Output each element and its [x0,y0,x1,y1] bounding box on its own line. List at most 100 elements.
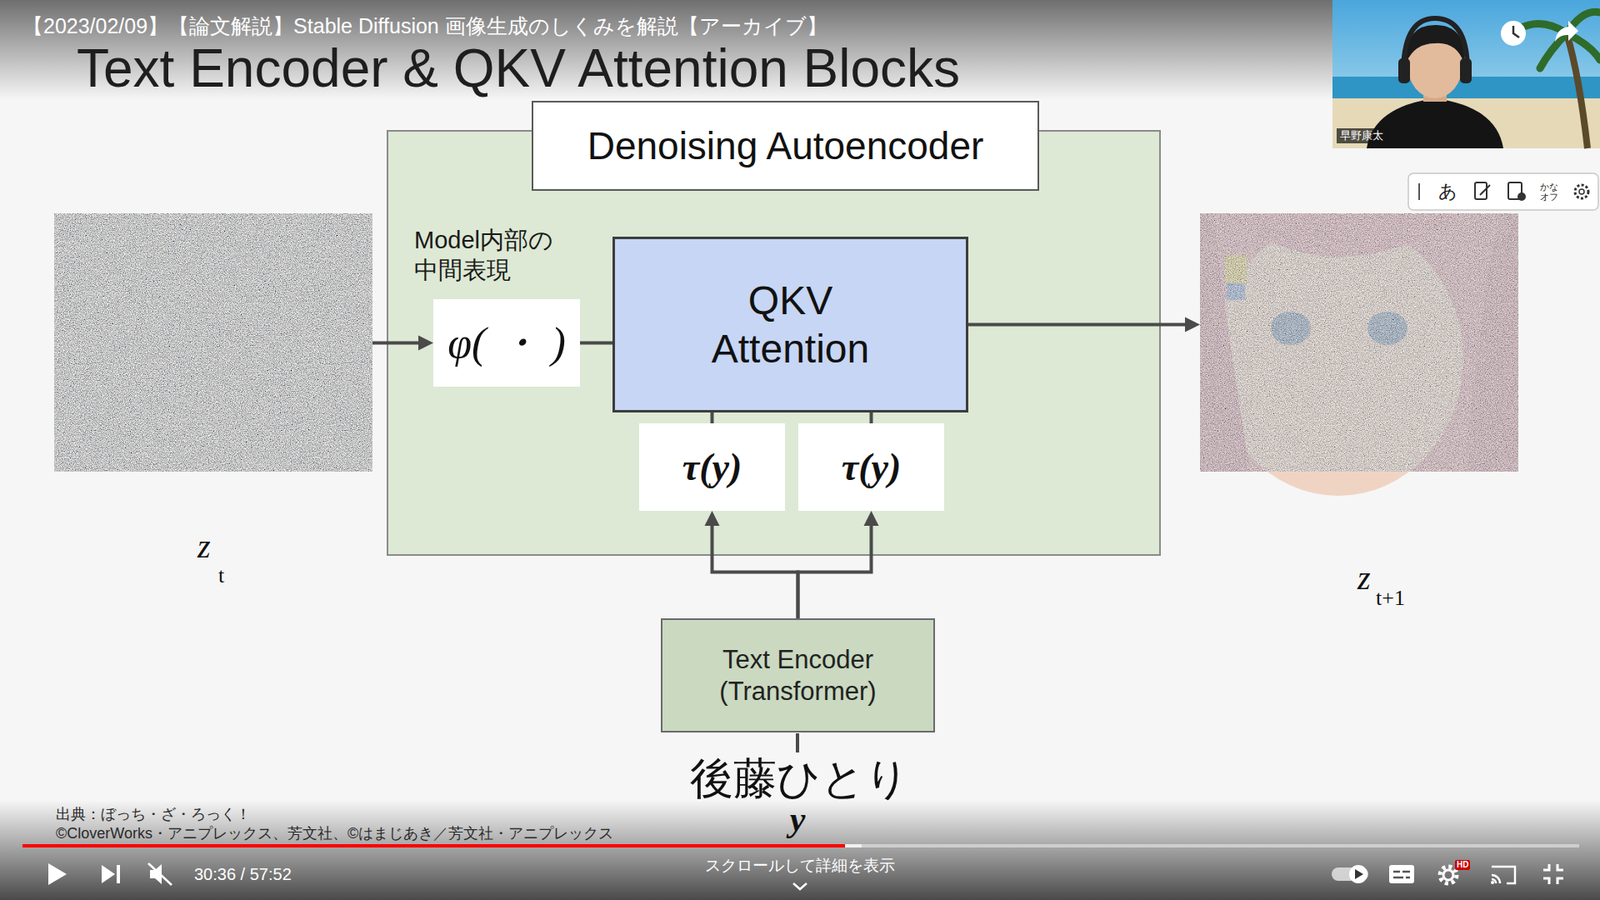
webcam-feed [1332,0,1600,149]
condition-box: τ(y) [798,423,945,511]
webcam-feed-part [1366,98,1504,149]
variable-subscript: t+1 [1375,587,1405,610]
latent-image: zt [54,213,373,472]
function-symbol: τ(y) [682,445,742,490]
progress-bar-part [22,844,1580,848]
speaker-name: 早野康太 [1336,128,1387,144]
partly-denoised-image [1200,213,1519,496]
ime-toolbar-part [1575,185,1589,199]
input-leader-line [797,733,799,753]
kana-toggle: かな オフ [1540,181,1560,202]
connector [798,510,880,619]
attention-box: QKV Attention [612,236,969,413]
source-credit: 出典：ぼっち・ざ・ろっく！ [55,805,251,824]
function-symbol: φ( ・ ) [447,314,565,373]
player-controls-part [1355,869,1364,880]
scroll-hint: スクロールして詳細を表示 [705,855,895,875]
variable-name: y [790,801,806,837]
connector [870,412,872,424]
video-title: 【2023/02/09】【論文解説】Stable Diffusion 画像生成の… [22,13,828,39]
webcam-feed-part [1332,0,1600,149]
block-title: Denoising Autoencoder [531,100,1040,191]
player-controls-part [1543,864,1564,885]
arrowhead [864,510,880,526]
share-icon-part [1555,20,1579,42]
variable-subscript: t [218,565,225,587]
webcam-feed-part [1518,11,1600,69]
watch-later-icon [1500,20,1526,46]
partly-denoised-image-part [1200,213,1519,472]
annotation: Model内部の 中間表現 [414,225,573,286]
webcam-feed-part [1403,18,1468,69]
encoder-box: Text Encoder (Transformer) [660,618,935,733]
player-controls-part [1389,865,1415,884]
player-controls-part [1440,866,1457,884]
ime-toolbar-part [1408,173,1599,210]
player-controls-part [793,883,807,890]
arrowhead [418,335,434,351]
progress-bar [22,844,1580,848]
player-controls-part [1491,866,1515,884]
connector-line [798,524,872,619]
webcam-feed-part [1332,98,1600,149]
input-mode: あ [1438,180,1458,203]
variable-name: z [1357,561,1371,595]
watch-later-icon-part [1513,25,1520,38]
connector-line [580,341,613,345]
ime-toolbar-part [1517,192,1526,201]
input-leader-line-part [795,733,800,753]
watch-later-icon-part [1500,20,1526,46]
player-controls-part [1490,880,1495,885]
connector [580,342,613,344]
player-controls-part [48,863,67,885]
noise-image-part [54,213,373,472]
connector-line [968,323,1187,327]
time-display: 30:36 / 57:52 [194,864,292,885]
variable-name: z [197,530,211,564]
webcam-feed-part [1460,58,1472,84]
player-controls-part [1491,875,1500,884]
player-controls-part [1349,865,1368,884]
progress-bar-part [845,844,862,848]
autoencoder-region: Denoising Autoencoderφ( ・ )QKV Attention… [386,130,1161,556]
webcam-feed-part [1566,33,1588,149]
player-controls-part [1393,871,1410,878]
connector [372,335,434,351]
webcam-feed-part [1398,58,1410,84]
connector [705,510,799,619]
latent-image: zt+1 [1200,213,1519,472]
ime-toolbar [1408,173,1599,210]
partly-denoised-image-part [1200,213,1519,472]
ime-toolbar-part [1579,189,1585,195]
player-controls-part [148,863,172,885]
connector-line [710,412,715,424]
function-symbol: τ(y) [841,445,901,490]
connector [711,412,713,424]
bottom-shade [0,800,1600,900]
copyright-notice: ©CloverWorks・アニプレックス、芳文社、©はまじあき／芳文社・アニプレ… [55,824,614,843]
webcam-feed-part [1406,25,1465,64]
ime-toolbar-part [1480,185,1490,195]
noise-image [54,213,373,472]
condition-box: τ(y) [639,423,785,511]
arrowhead [1185,317,1200,333]
player-controls-part [116,865,120,884]
share-icon [1555,20,1579,42]
player-controls-part [101,865,115,884]
connector-line [870,412,874,424]
quality-badge: HD [1455,860,1470,870]
block-label: Text Encoder (Transformer) [694,644,903,706]
player-controls-part [1443,870,1454,880]
block-label: QKV Attention [686,276,895,373]
progress-bar-part [22,844,845,848]
input-text: 後藤ひとり [690,755,910,803]
connector-line [372,341,420,345]
arrowhead [705,510,720,526]
slide-title: Text Encoder & QKV Attention Blocks [76,40,960,97]
connector-line [712,524,799,619]
representation-box: φ( ・ ) [433,299,580,387]
connector [968,317,1200,333]
ime-toolbar-part [1418,183,1420,200]
